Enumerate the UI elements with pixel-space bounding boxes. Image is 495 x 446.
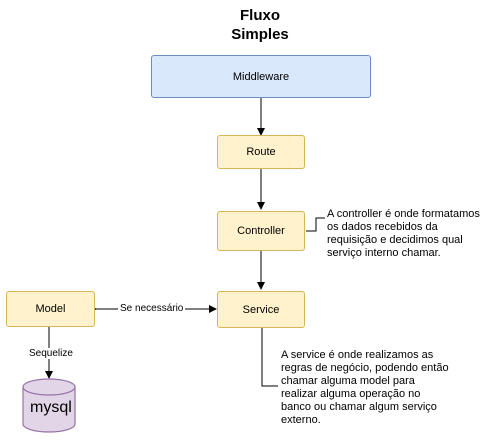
service-note-line: A service é onde realizamos as — [281, 349, 434, 361]
controller-note-line: serviço interno chamar. — [327, 247, 441, 259]
service-note: A service é onde realizamos as regras de… — [281, 349, 449, 427]
service-note-line: externo. — [281, 414, 321, 426]
route-node[interactable]: Route — [217, 135, 305, 169]
middleware-label: Middleware — [232, 70, 290, 83]
controller-note-line: A controller é onde formatamos — [327, 208, 480, 220]
diagram-title: Fluxo Simples — [160, 6, 360, 44]
title-line-2: Simples — [231, 26, 289, 43]
edge-label-model-service: Se necessário — [118, 303, 186, 314]
service-note-line: chamar alguma model para — [281, 375, 415, 387]
controller-node[interactable]: Controller — [217, 211, 305, 251]
controller-note-line: requisição e decidimos qual — [327, 234, 463, 246]
title-line-1: Fluxo — [240, 7, 280, 24]
controller-label: Controller — [237, 225, 285, 237]
edge-label-model-database: Sequelize — [27, 348, 75, 359]
service-label: Service — [242, 303, 280, 316]
controller-note-connector — [306, 217, 325, 232]
middleware-node[interactable]: Middleware — [151, 55, 371, 98]
service-note-connector — [261, 328, 278, 387]
route-label: Route — [246, 146, 276, 158]
service-node[interactable]: Service — [217, 291, 305, 328]
model-label: Model — [35, 303, 66, 315]
controller-note-line: os dados recebidos da — [327, 221, 438, 233]
database-cylinder — [22, 378, 76, 433]
controller-note: A controller é onde formatamos os dados … — [327, 208, 480, 260]
service-note-line: banco ou chamar algum serviço — [281, 401, 437, 413]
database-label: mysql — [30, 399, 72, 416]
service-note-line: realizar alguma operação no — [281, 388, 421, 400]
service-note-line: regras de negócio, podendo então — [281, 362, 449, 374]
model-node[interactable]: Model — [6, 291, 95, 327]
